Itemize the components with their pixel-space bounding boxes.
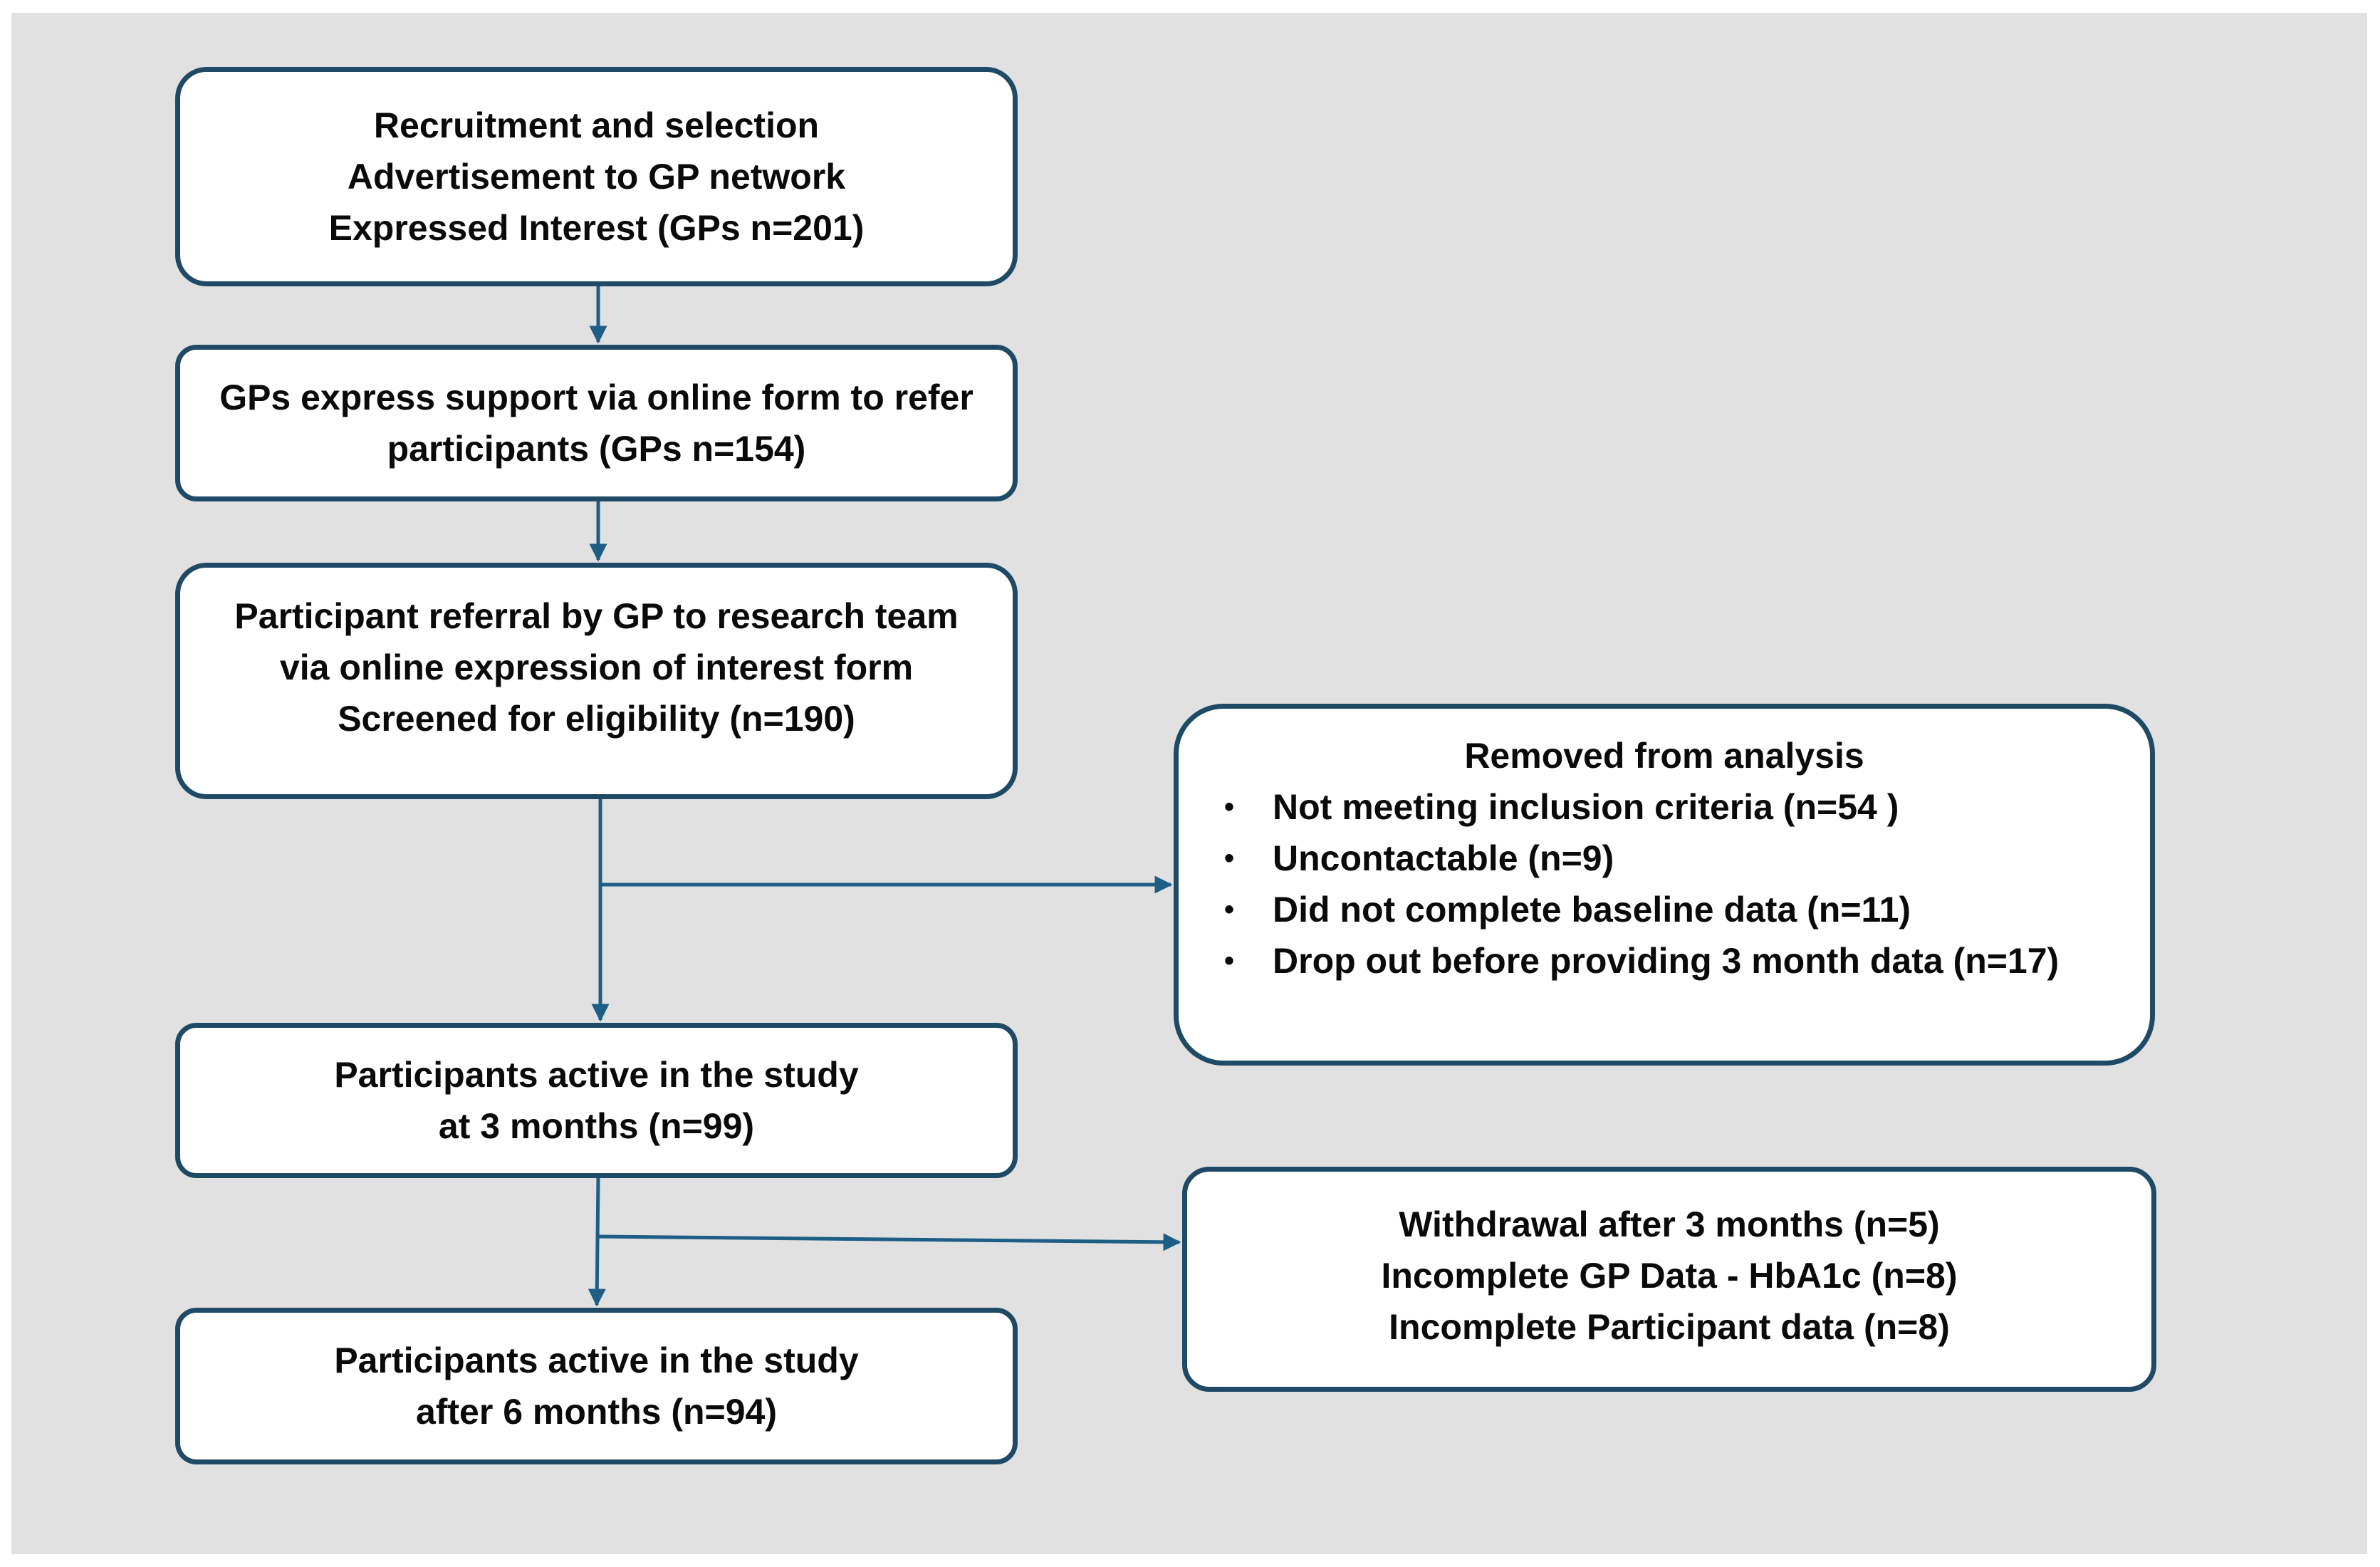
list-item: • Not meeting inclusion criteria (n=54 ) [1224, 781, 2150, 833]
withdrawal-line: Incomplete GP Data - HbA1c (n=8) [1381, 1256, 1958, 1296]
removed-item-text: Not meeting inclusion criteria (n=54 ) [1273, 787, 1899, 827]
gp-support-box: GPs express support via online form to r… [175, 345, 1018, 501]
withdrawal-box: Withdrawal after 3 months (n=5) Incomple… [1182, 1167, 2156, 1392]
recruitment-line: Advertisement to GP network [347, 157, 846, 197]
list-item: • Drop out before providing 3 month data … [1224, 935, 2150, 986]
gp-support-line: participants (GPs n=154) [387, 429, 806, 469]
active-3m-line: Participants active in the study [334, 1055, 859, 1095]
referral-line: Screened for eligibility (n=190) [338, 699, 855, 739]
removed-item-text: Uncontactable (n=9) [1273, 838, 1614, 878]
active-6m-line: after 6 months (n=94) [415, 1392, 778, 1432]
active-3m-line: at 3 months (n=99) [438, 1106, 755, 1146]
removed-item-text: Drop out before providing 3 month data (… [1273, 941, 2060, 981]
withdrawal-line: Withdrawal after 3 months (n=5) [1399, 1204, 1940, 1244]
recruitment-line: Recruitment and selection [373, 105, 820, 145]
active-3-months-box: Participants active in the study at 3 mo… [175, 1023, 1018, 1178]
bullet-icon: • [1224, 945, 1235, 977]
bullet-icon: • [1224, 894, 1235, 925]
bullet-icon: • [1224, 791, 1235, 823]
recruitment-line: Expressed Interest (GPs n=201) [328, 208, 865, 248]
referral-line: via online expression of interest form [279, 647, 914, 687]
withdrawal-line: Incomplete Participant data (n=8) [1389, 1307, 1950, 1347]
active-6m-line: Participants active in the study [334, 1340, 859, 1380]
referral-line: Participant referral by GP to research t… [234, 596, 959, 636]
gp-support-line: GPs express support via online form to r… [219, 378, 974, 417]
removed-from-analysis-box: Removed from analysis • Not meeting inclu… [1174, 704, 2155, 1066]
list-item: • Did not complete baseline data (n=11) [1224, 884, 2150, 935]
removed-item-text: Did not complete baseline data (n=11) [1273, 890, 1911, 930]
active-6-months-box: Participants active in the study after 6… [175, 1308, 1018, 1464]
bullet-icon: • [1224, 843, 1235, 874]
removed-list: •Not meeting inclusion criteria (n=54 ) … [1179, 781, 2150, 986]
arrow-to-withdrawal-box [597, 1233, 1181, 1251]
removed-title: Removed from analysis [1464, 736, 1864, 776]
arrow-active-3m-to-active-6m [588, 1177, 606, 1307]
recruitment-box: Recruitment and selection Advertisement … [175, 67, 1018, 286]
list-item: • Uncontactable (n=9) [1224, 833, 2150, 884]
referral-box: Participant referral by GP to research t… [175, 563, 1018, 799]
